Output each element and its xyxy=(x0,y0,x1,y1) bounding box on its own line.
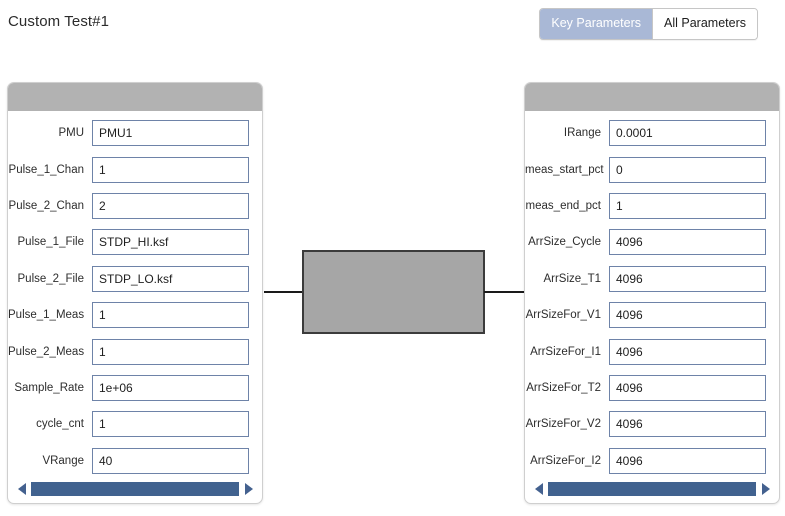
field-label-arrsizefor_v2: ArrSizeFor_V2 xyxy=(525,418,601,431)
field-input-arrsizefor_v2[interactable] xyxy=(609,411,766,438)
field-row: cycle_cnt xyxy=(8,406,262,442)
field-input-sample_rate[interactable] xyxy=(92,374,249,401)
field-row: ArrSizeFor_I1 xyxy=(525,333,779,369)
field-input-meas_end_pct[interactable] xyxy=(609,192,766,219)
field-row: Pulse_2_Chan xyxy=(8,188,262,224)
scroll-left-arrow-icon[interactable] xyxy=(532,481,545,496)
left-panel-header xyxy=(8,83,262,112)
field-input-arrsizefor_v1[interactable] xyxy=(609,302,766,329)
device-under-test-block[interactable] xyxy=(302,250,485,334)
tab-key-parameters[interactable]: Key Parameters xyxy=(540,9,653,39)
field-input-pulse_1_file[interactable] xyxy=(92,229,249,256)
field-label-pmu: PMU xyxy=(58,127,84,140)
field-input-irange[interactable] xyxy=(609,120,766,147)
scroll-right-arrow-icon[interactable] xyxy=(759,481,772,496)
left-scroll-track[interactable] xyxy=(31,481,239,496)
field-input-arrsizefor_i2[interactable] xyxy=(609,447,766,474)
tab-all-parameters[interactable]: All Parameters xyxy=(653,9,757,39)
field-input-meas_start_pct[interactable] xyxy=(609,156,766,183)
left-scroll-thumb[interactable] xyxy=(31,481,239,496)
scroll-right-arrow-icon[interactable] xyxy=(242,481,255,496)
right-connector-lead xyxy=(484,291,524,293)
field-row: ArrSizeFor_V2 xyxy=(525,406,779,442)
right-scroll-track[interactable] xyxy=(548,481,756,496)
field-row: Pulse_2_Meas xyxy=(8,333,262,369)
field-input-pulse_1_meas[interactable] xyxy=(92,302,249,329)
field-row: Pulse_1_File xyxy=(8,224,262,260)
field-row: Pulse_2_File xyxy=(8,261,262,297)
field-label-vrange: VRange xyxy=(42,454,84,467)
field-label-arrsizefor_t2: ArrSizeFor_T2 xyxy=(526,381,601,394)
field-label-pulse_1_chan: Pulse_1_Chan xyxy=(8,163,84,176)
toggle-separator xyxy=(652,9,654,39)
page-title: Custom Test#1 xyxy=(8,13,110,30)
right-parameter-panel: IRange meas_start_pct meas_end_pctArrSize_… xyxy=(524,82,780,504)
field-row: ArrSize_Cycle xyxy=(525,224,779,260)
field-input-cycle_cnt[interactable] xyxy=(92,411,249,438)
field-label-arrsizefor_i1: ArrSizeFor_I1 xyxy=(530,345,601,358)
field-input-pulse_2_file[interactable] xyxy=(92,265,249,292)
left-connector-lead xyxy=(264,291,304,293)
field-input-pulse_2_meas[interactable] xyxy=(92,338,249,365)
field-label-irange: IRange xyxy=(563,127,601,140)
field-label-pulse_2_meas: Pulse_2_Meas xyxy=(8,345,85,358)
right-scroll-thumb[interactable] xyxy=(548,481,756,496)
field-row: VRange xyxy=(8,443,262,479)
field-label-arrsizefor_i2: ArrSizeFor_I2 xyxy=(530,454,601,467)
field-row: ArrSizeFor_I2 xyxy=(525,443,779,479)
field-row: Pulse_1_Meas xyxy=(8,297,262,333)
field-label-arrsize_cycle: ArrSize_Cycle xyxy=(528,236,601,249)
field-input-arrsize_cycle[interactable] xyxy=(609,229,766,256)
field-input-pulse_2_chan[interactable] xyxy=(92,192,249,219)
parameter-view-toggle[interactable]: Key Parameters All Parameters xyxy=(539,8,758,40)
field-input-arrsizefor_i1[interactable] xyxy=(609,338,766,365)
field-label-pulse_1_meas: Pulse_1_Meas xyxy=(8,309,85,322)
left-panel-field-list: PMU Pulse_1_ChanPulse_2_ChanPulse_1_FileP… xyxy=(8,112,262,484)
field-label-sample_rate: Sample_Rate xyxy=(14,381,84,394)
right-panel-horizontal-scrollbar[interactable] xyxy=(532,481,772,496)
field-input-arrsize_t1[interactable] xyxy=(609,265,766,292)
field-input-pulse_1_chan[interactable] xyxy=(92,156,249,183)
field-row: Sample_Rate xyxy=(8,370,262,406)
field-row: PMU xyxy=(8,115,262,151)
field-label-pulse_1_file: Pulse_1_File xyxy=(17,236,84,249)
scroll-left-arrow-icon[interactable] xyxy=(15,481,28,496)
left-panel-horizontal-scrollbar[interactable] xyxy=(15,481,255,496)
field-row: Pulse_1_Chan xyxy=(8,151,262,187)
field-row: ArrSizeFor_T2 xyxy=(525,370,779,406)
right-panel-field-list: IRange meas_start_pct meas_end_pctArrSize_… xyxy=(525,112,779,484)
field-row: meas_start_pct xyxy=(525,151,779,187)
field-label-arrsize_t1: ArrSize_T1 xyxy=(543,272,601,285)
field-label-pulse_2_chan: Pulse_2_Chan xyxy=(8,199,84,212)
field-label-pulse_2_file: Pulse_2_File xyxy=(17,272,84,285)
field-input-vrange[interactable] xyxy=(92,447,249,474)
field-row: meas_end_pct xyxy=(525,188,779,224)
field-row: ArrSize_T1 xyxy=(525,261,779,297)
left-parameter-panel: PMU Pulse_1_ChanPulse_2_ChanPulse_1_FileP… xyxy=(7,82,263,504)
field-label-arrsizefor_v1: ArrSizeFor_V1 xyxy=(525,309,601,322)
field-row: IRange xyxy=(525,115,779,151)
field-row: ArrSizeFor_V1 xyxy=(525,297,779,333)
field-label-meas_start_pct: meas_start_pct xyxy=(525,163,604,176)
field-label-cycle_cnt: cycle_cnt xyxy=(36,418,84,431)
field-input-pmu[interactable] xyxy=(92,120,249,147)
field-input-arrsizefor_t2[interactable] xyxy=(609,374,766,401)
right-panel-header xyxy=(525,83,779,112)
field-label-meas_end_pct: meas_end_pct xyxy=(525,199,601,212)
